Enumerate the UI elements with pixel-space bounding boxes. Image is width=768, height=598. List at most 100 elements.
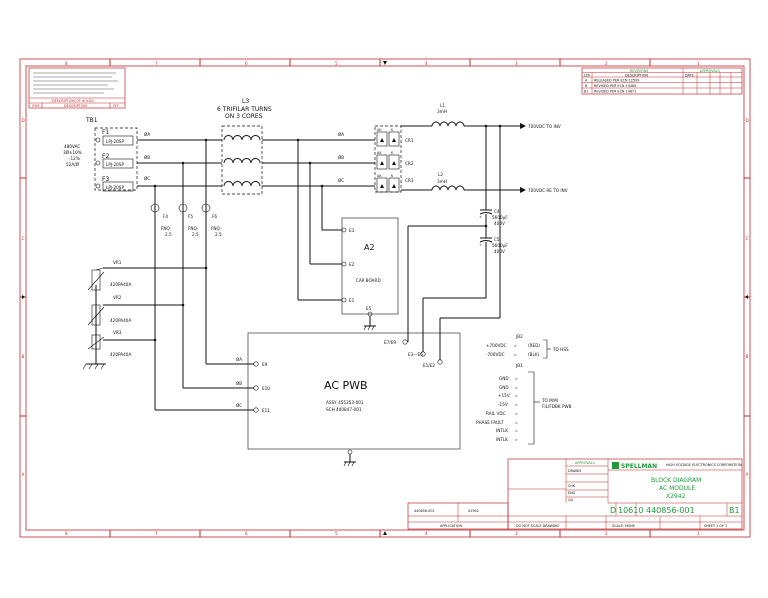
vr2-type: 420PA40A bbox=[110, 318, 131, 323]
next-assy-block: 440856-001 X2942 APPLICATION DO NOT SCAL… bbox=[407, 502, 560, 530]
tb-title-3: X2942 bbox=[666, 493, 686, 500]
col-label-top: 4 bbox=[425, 61, 428, 66]
cr3-k: K bbox=[391, 174, 394, 178]
col-label-bottom: 3 bbox=[515, 531, 518, 536]
col-label-top: 1 bbox=[697, 61, 700, 66]
ac-pwb-assy: ASSY 455353-001 bbox=[326, 400, 364, 405]
jb1-signal: +15V bbox=[498, 393, 510, 398]
f1-type: LPJ-20SP bbox=[106, 139, 124, 144]
f6-label: F6 bbox=[212, 214, 217, 219]
ac-pwb-sch: SCH 440847-001 bbox=[326, 407, 362, 412]
input-phase: 3Ø±10% bbox=[63, 150, 82, 155]
pwb-e3e6: E3—E6 bbox=[408, 352, 423, 357]
pwb-e11: E11 bbox=[262, 408, 270, 413]
application: APPLICATION bbox=[440, 524, 462, 528]
vr3-type: 420PA40A bbox=[110, 352, 131, 357]
cr2-k: K bbox=[391, 151, 394, 155]
cr1-label: CR1 bbox=[405, 138, 414, 143]
rectifier-bridge: AK K AK K AK K CR1 CR2 CR3 bbox=[374, 125, 414, 193]
pwb-e7e9: E7/E9 bbox=[384, 340, 396, 345]
cap-board-a2: A2 CAP BOARD E3 E2 E1 E5 bbox=[297, 140, 409, 342]
jb2-label: JB2 bbox=[515, 334, 523, 339]
svg-text:>: > bbox=[515, 412, 518, 416]
row-label-left: B bbox=[22, 354, 25, 359]
col-label-bottom: 4 bbox=[425, 531, 428, 536]
jb2-p700: +700VDC bbox=[486, 343, 507, 348]
phase-b-label-2: ØB bbox=[338, 155, 344, 160]
vr1-label: VR1 bbox=[113, 260, 122, 265]
f5-type: FNQ- bbox=[188, 226, 199, 231]
row-label-right: C bbox=[746, 236, 749, 241]
l2-value: 3mH bbox=[437, 179, 447, 184]
c4-label: C4 bbox=[494, 209, 500, 214]
revisions-block: REVISIONS APPROVALS LTR DESCRIPTION DATE… bbox=[581, 67, 743, 95]
l3-core-box bbox=[221, 125, 263, 195]
l3-desc-2: ON 3 CORES bbox=[225, 113, 263, 120]
svg-text:>: > bbox=[514, 353, 517, 357]
jb2-red: (RED) bbox=[528, 343, 540, 348]
col-label-bottom: 8 bbox=[65, 531, 68, 536]
varistors: VR1 420PA40A VR2 420PA40A VR3 420PA40A bbox=[82, 260, 208, 370]
svg-text:>: > bbox=[515, 403, 518, 407]
rev-col-ltr: LTR bbox=[584, 73, 590, 77]
tb1-label: TB1 bbox=[85, 117, 98, 124]
col-label-bottom: 7 bbox=[155, 531, 158, 536]
input-voltage: 480VAC bbox=[64, 144, 80, 149]
jb1-signal: GND bbox=[499, 376, 509, 381]
tb-qa: QA bbox=[568, 498, 574, 502]
c5-plus: + bbox=[479, 243, 482, 247]
svg-text:>: > bbox=[515, 429, 518, 433]
vr3-label: VR3 bbox=[113, 330, 122, 335]
to-mm-1: TO M/M bbox=[541, 398, 558, 403]
output-ret-label: 700VDC RE TO INV bbox=[528, 188, 568, 193]
rev-row-ltr: B1 bbox=[584, 90, 588, 94]
tb-eng: ENG bbox=[568, 491, 576, 495]
phase-c-label-2: ØC bbox=[338, 178, 344, 183]
c4-plus: + bbox=[479, 215, 482, 219]
jb1-signal: GND bbox=[499, 385, 509, 390]
col-label-bottom: 1 bbox=[697, 531, 700, 536]
cr3-ak: AK bbox=[377, 174, 382, 178]
to-hss: TO HSS bbox=[552, 347, 569, 352]
ac-pwb-label: AC PWB bbox=[324, 379, 368, 392]
tb-rev: B1 bbox=[729, 506, 740, 515]
tb-checked: CHK bbox=[568, 484, 576, 488]
f6-type: FNQ- bbox=[211, 226, 222, 231]
cr1-k: K bbox=[391, 128, 394, 132]
cap-board-label: CAP BOARD bbox=[356, 278, 381, 283]
rev-row-desc: REVISED PER ECN 14871 bbox=[594, 90, 636, 94]
jb1-label: JB1 bbox=[515, 363, 523, 368]
cr2-ak: AK bbox=[377, 151, 382, 155]
phase-a-label: ØA bbox=[144, 132, 150, 137]
svg-text:>: > bbox=[515, 421, 518, 425]
ac-pwb-box bbox=[247, 332, 461, 450]
revisions-title: REVISIONS bbox=[630, 69, 648, 73]
svg-text:>: > bbox=[515, 377, 518, 381]
f5-label: F5 bbox=[188, 214, 193, 219]
notes-col-sym: SYM bbox=[32, 104, 39, 108]
notes-heading: DESCRIPTION OF HOLDS bbox=[52, 99, 94, 103]
col-label-top: 7 bbox=[155, 61, 158, 66]
tb1-box bbox=[94, 127, 138, 191]
jb1-signal: -15V bbox=[498, 402, 508, 407]
cr1-ak: AK bbox=[377, 128, 382, 132]
l3-label: L3 bbox=[242, 98, 249, 105]
phase-b-label: ØB bbox=[144, 155, 150, 160]
pwb-e10: E10 bbox=[262, 386, 270, 391]
a2-e1: E1 bbox=[349, 298, 355, 303]
row-label-right: D bbox=[746, 118, 749, 123]
svg-text:>: > bbox=[514, 344, 517, 348]
rev-col-desc: DESCRIPTION bbox=[625, 73, 648, 77]
tb-company-sub: HIGH VOLTAGE ELECTRONICS CORPORATION bbox=[666, 463, 742, 467]
f2-type: LPJ-20SP bbox=[106, 162, 124, 167]
a2-e3: E3 bbox=[349, 228, 355, 233]
col-label-top: 3 bbox=[515, 61, 518, 66]
l3-choke: L3 6 TRIFILAR TURNS ON 3 CORES bbox=[217, 98, 272, 195]
vr2-label: VR2 bbox=[113, 295, 122, 300]
svg-text:>: > bbox=[515, 386, 518, 390]
fuse-f1-body bbox=[102, 135, 134, 146]
col-label-bottom: 2 bbox=[605, 531, 608, 536]
tb-title-1: BLOCK DIAGRAM bbox=[651, 477, 701, 484]
